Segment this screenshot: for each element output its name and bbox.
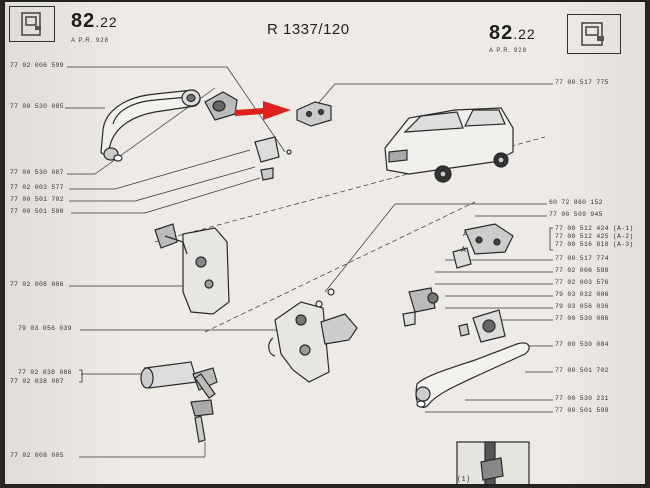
page-sub-left: A P.R. 928	[71, 38, 109, 44]
part-number: 77 00 516 818 (A-3)	[555, 241, 634, 248]
door-icon-right	[567, 14, 621, 54]
part-number: 79 03 032 006	[555, 291, 609, 298]
part-number: 77 00 530 231	[555, 395, 609, 402]
part-number: 77 02 038 086	[18, 369, 72, 376]
part-number: 77 02 008 005	[10, 452, 64, 459]
part-number: 77 02 008 006	[10, 281, 64, 288]
part-number: 77 00 530 085	[10, 103, 64, 110]
part-number: 77 00 501 598	[555, 407, 609, 414]
callout-bottom: (1)	[457, 476, 471, 484]
part-number: 79 03 056 036	[555, 303, 609, 310]
page-sub-right: A P.R. 928	[489, 48, 527, 54]
part-number: 77 00 530 087	[10, 169, 64, 176]
part-number: 77 00 517 774	[555, 255, 609, 262]
callout-a2: A	[461, 246, 467, 255]
callout-a1: A	[463, 230, 469, 239]
page-number-left: 82.22	[71, 10, 118, 32]
page-number-right: 82.22	[489, 22, 536, 44]
part-number: 77 00 530 086	[555, 315, 609, 322]
red-arrow-icon	[235, 101, 291, 120]
part-number: 77 00 512 424 (A-1)	[555, 225, 634, 232]
door-icon-left	[9, 6, 55, 42]
catalog-page: 82.22 A P.R. 928 R 1337/120 82.22 A P.R.…	[3, 0, 647, 486]
part-number: 77 00 501 702	[555, 367, 609, 374]
part-number: 77 02 006 598	[555, 267, 609, 274]
part-number: 77 02 038 087	[10, 378, 64, 385]
part-number: 77 00 501 702	[10, 196, 64, 203]
part-number: 77 02 006 599	[10, 62, 64, 69]
part-number: 77 00 530 084	[555, 341, 609, 348]
part-number: 77 00 512 425 (A-2)	[555, 233, 634, 240]
part-number: 77 00 509 945	[549, 211, 603, 218]
part-number: 77 00 501 598	[10, 208, 64, 215]
part-number: 77 02 003 577	[10, 184, 64, 191]
part-number: 77 00 517 775	[555, 79, 609, 86]
part-number: 77 02 003 576	[555, 279, 609, 286]
parts-illustration	[65, 66, 553, 484]
part-number: 60 72 860 152	[549, 199, 603, 206]
part-number: 79 03 056 039	[18, 325, 72, 332]
page-title: R 1337/120	[267, 21, 350, 38]
